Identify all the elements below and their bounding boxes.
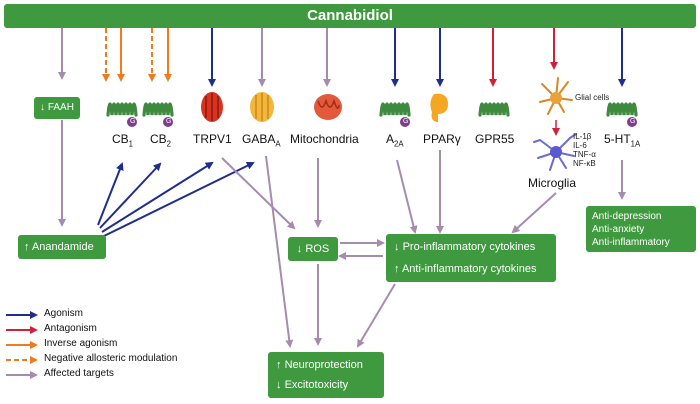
glial-cell-icon [539, 77, 573, 115]
cytokines-box: ↓ Pro-inflammatory cytokines ↑ Anti-infl… [386, 234, 556, 282]
a2a-label: A2A [386, 132, 404, 149]
cytokine-il6: IL-6 [573, 141, 587, 150]
anti-inflammatory-row: ↑ Anti-inflammatory cytokines [394, 258, 556, 280]
arrow-anand-gaba [103, 162, 255, 237]
microglia-label: Microglia [528, 176, 577, 190]
neuroprotection-box: ↑ Neuroprotection ↓ Excitotoxicity [268, 352, 384, 398]
glial-cells-label: Glial cells [575, 93, 610, 102]
cb2-receptor-icon [142, 102, 174, 127]
legend-label-affected-targets: Affected targets [44, 368, 114, 379]
g-protein-label-5ht: G [630, 118, 636, 125]
5ht1a-label: 5-HT1A [604, 132, 641, 149]
down-arrow-icon: ↓ [394, 241, 400, 253]
a2a-receptor-icon [379, 102, 411, 127]
legend-label-antagonism: Antagonism [44, 323, 97, 334]
excitotoxicity-label: Excitotoxicity [284, 379, 349, 391]
microglia-icon [533, 133, 577, 171]
arrow-microglia-cytokines [511, 192, 557, 234]
cytokine-tnfa: TNF-α [573, 150, 596, 159]
ppar-gamma-icon [430, 93, 448, 122]
mitochondria-icon [314, 94, 342, 120]
legend-label-agonism: Agonism [44, 308, 83, 319]
up-arrow-icon: ↑ [24, 241, 30, 253]
g-protein-label-cb1: G [130, 118, 136, 125]
cb2-label: CB2 [150, 132, 172, 149]
cb1-receptor-icon [106, 102, 138, 127]
gpr55-label: GPR55 [475, 132, 515, 146]
5ht-outcomes-box: Anti-depression Anti-anxiety Anti-inflam… [586, 206, 696, 252]
5ht1a-receptor-icon [606, 102, 638, 127]
down-arrow-icon: ↓ [296, 243, 303, 255]
outcome-anti-depression: Anti-depression [592, 211, 662, 222]
up-arrow-icon: ↑ [394, 263, 400, 275]
arrow-anand-trpv1 [101, 161, 214, 233]
legend: Agonism Antagonism Inverse agonism Negat… [4, 308, 204, 400]
up-arrow-icon: ↑ [276, 359, 282, 371]
glial-cytokine-list: IL-1β IL-6 TNF-α NF-κB [573, 132, 596, 168]
neuroprotection-label: Neuroprotection [284, 359, 363, 371]
down-arrow-icon: ↓ [40, 102, 46, 113]
legend-label-nam: Negative allosteric modulation [44, 353, 178, 364]
mitochondria-label: Mitochondria [290, 132, 359, 146]
gpr55-receptor-icon [478, 102, 510, 117]
cb1-label: CB1 [112, 132, 134, 149]
arrow-anand-cb2 [99, 162, 162, 229]
down-arrow-icon: ↓ [276, 379, 282, 391]
arrow-trpv1-ros [221, 157, 296, 230]
excitotoxicity-row: ↓ Excitotoxicity [276, 375, 384, 395]
trpv1-channel-icon [201, 92, 223, 122]
cytokine-il1b: IL-1β [573, 132, 592, 141]
arrow-gaba-neuro [265, 155, 294, 348]
title: Cannabidiol [307, 7, 393, 24]
neuroprotection-row: ↑ Neuroprotection [276, 355, 384, 375]
g-protein-label-cb2: G [166, 118, 172, 125]
legend-lines [6, 311, 38, 379]
ppar-gamma-label: PPARγ [423, 132, 461, 146]
faah-box: ↓ FAAH [34, 97, 80, 119]
g-protein-label-a2a: G [403, 118, 409, 125]
cannabidiol-bar: Cannabidiol [4, 4, 696, 28]
trpv1-label: TRPV1 [193, 132, 232, 146]
pro-inflammatory-row: ↓ Pro-inflammatory cytokines [394, 236, 556, 258]
pro-inflammatory-label: Pro-inflammatory cytokines [402, 241, 536, 253]
ros-box: ↓ ROS [288, 237, 338, 261]
ros-label: ROS [305, 243, 330, 255]
arrow-anand-cb1 [97, 162, 124, 226]
legend-label-inverse-agonism: Inverse agonism [44, 338, 118, 349]
outcome-anti-anxiety: Anti-anxiety [592, 224, 645, 235]
gaba-a-channel-icon [250, 92, 274, 122]
anandamide-box: ↑ Anandamide [18, 235, 106, 259]
faah-label: FAAH [47, 102, 74, 113]
anandamide-label: Anandamide [31, 241, 94, 253]
outcome-anti-inflammatory: Anti-inflammatory [592, 237, 670, 248]
gaba-a-label: GABAA [242, 132, 281, 149]
arrow-a2a-cytokines [396, 159, 418, 234]
cytokine-nfkb: NF-κB [573, 159, 596, 168]
anti-inflammatory-label: Anti-inflammatory cytokines [401, 263, 537, 275]
arrow-cytokines-neuro [356, 283, 396, 348]
